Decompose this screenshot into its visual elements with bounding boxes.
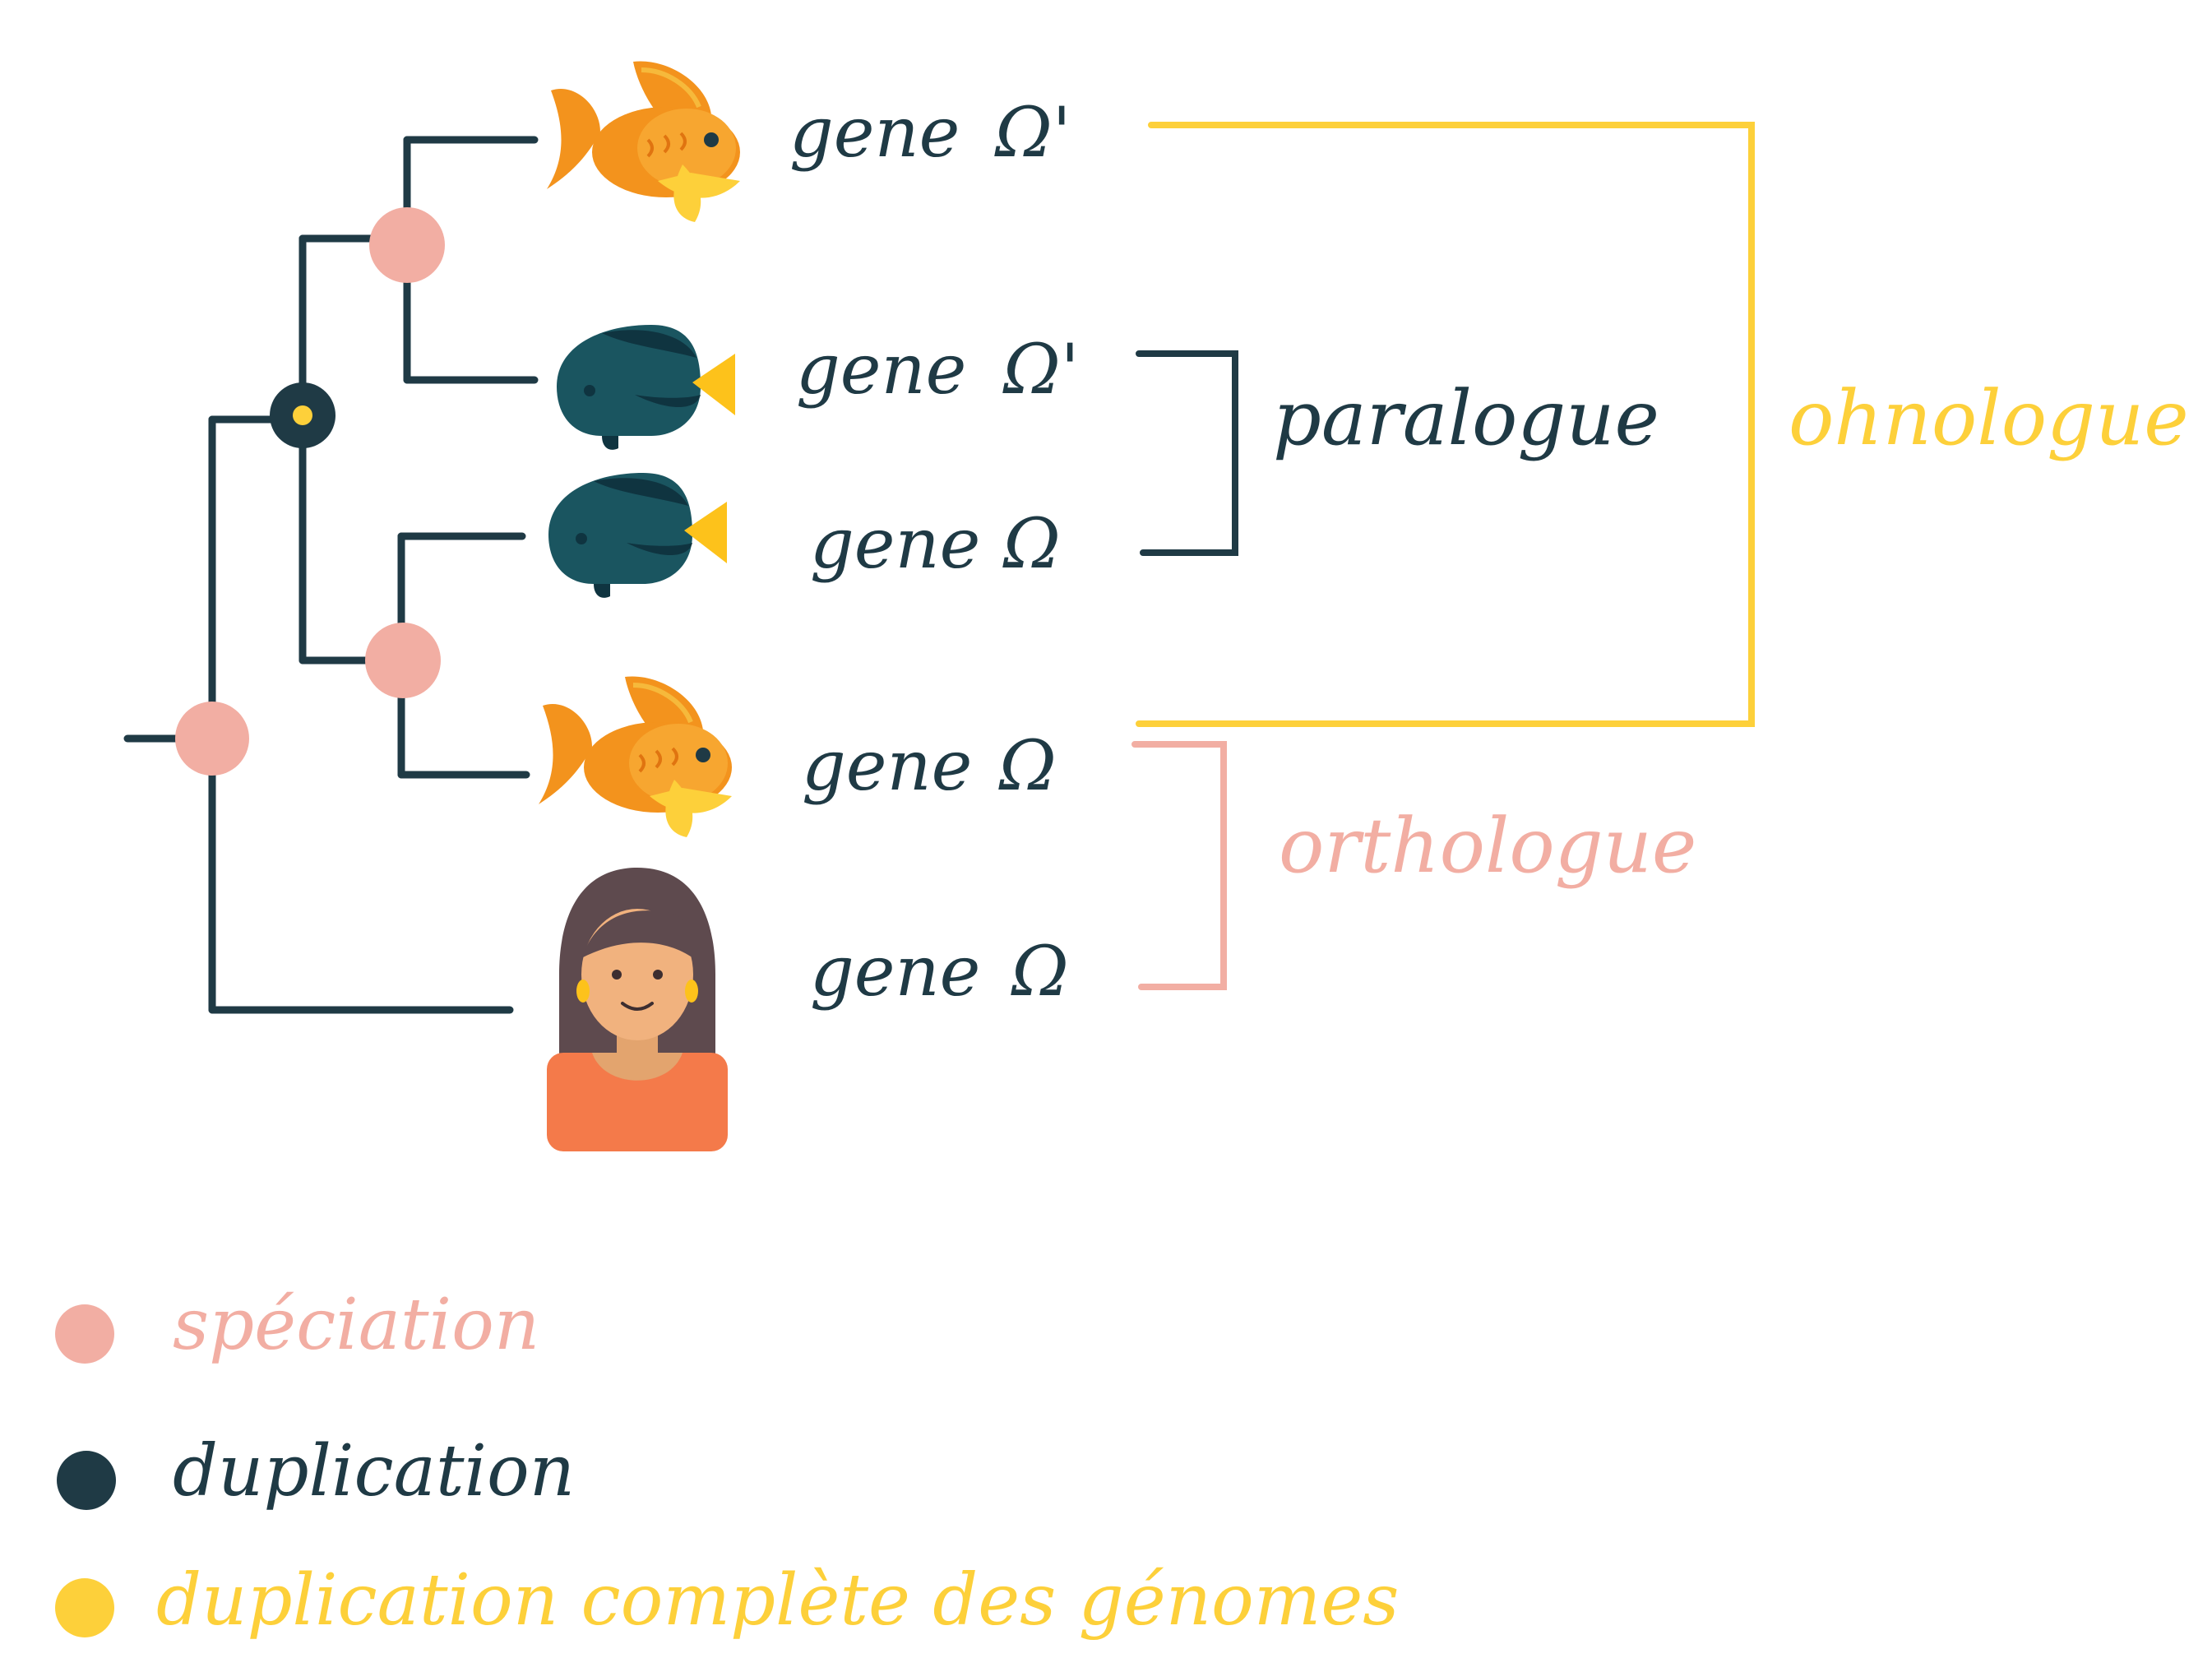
gene-symbol-3: Ω bbox=[1002, 503, 1061, 584]
gene-label-3: gene bbox=[810, 503, 980, 584]
gene-label-5: gene bbox=[810, 931, 980, 1012]
gene-label-4: gene bbox=[802, 725, 972, 806]
gene-label-1: gene bbox=[789, 92, 960, 173]
dark-fish-icon bbox=[548, 473, 727, 598]
legend: spéciation duplication duplication compl… bbox=[55, 1284, 1399, 1642]
legend-wgd-swatch bbox=[55, 1578, 114, 1637]
legend-speciation-swatch bbox=[55, 1304, 114, 1364]
speciation-node-upper bbox=[369, 207, 445, 283]
gene-label-2: gene bbox=[796, 329, 966, 410]
wgd-marker bbox=[293, 405, 312, 425]
legend-duplication-swatch bbox=[57, 1451, 116, 1510]
duplication-node bbox=[270, 382, 336, 448]
legend-speciation-label: spéciation bbox=[173, 1284, 539, 1366]
dark-fish-icon bbox=[557, 325, 735, 450]
legend-duplication-label: duplication bbox=[173, 1430, 575, 1512]
orthologue-label: orthologue bbox=[1279, 802, 1696, 890]
tree-branches bbox=[123, 136, 539, 1014]
gene-symbol-4: Ω bbox=[998, 725, 1057, 806]
legend-wgd-label: duplication complète des génomes bbox=[156, 1559, 1399, 1642]
ohnologue-label: ohnologue bbox=[1789, 374, 2189, 462]
goldfish-icon bbox=[539, 676, 732, 837]
ohnologue-bracket bbox=[1136, 122, 1755, 727]
speciation-node-root bbox=[175, 702, 249, 776]
paralogue-bracket bbox=[1136, 350, 1238, 556]
woman-avatar-icon bbox=[547, 868, 728, 1151]
gene-symbol-2: Ω' bbox=[1002, 329, 1080, 410]
gene-symbol-5: Ω bbox=[1011, 931, 1069, 1012]
orthologue-bracket bbox=[1131, 741, 1227, 990]
paralogue-label: paralogue bbox=[1273, 374, 1659, 462]
gene-symbol-1: Ω' bbox=[994, 92, 1071, 173]
goldfish-icon bbox=[547, 61, 740, 222]
speciation-node-lower bbox=[365, 623, 441, 698]
